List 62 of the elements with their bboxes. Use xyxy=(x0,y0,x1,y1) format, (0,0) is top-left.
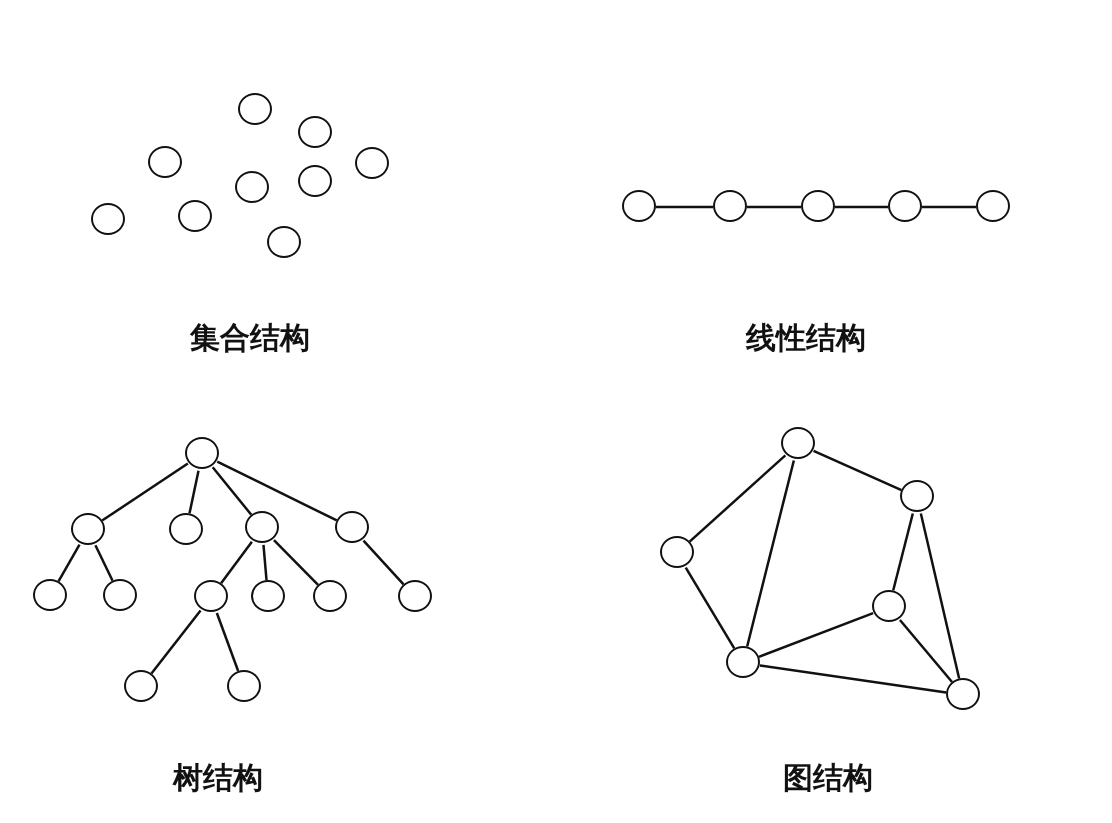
circle-node xyxy=(713,190,747,222)
circle-node xyxy=(194,580,228,612)
connector-line xyxy=(215,612,240,672)
circle-node xyxy=(103,579,137,611)
circle-node xyxy=(298,165,332,197)
connector-line xyxy=(262,544,268,581)
structure-caption: 树结构 xyxy=(173,759,263,797)
circle-node xyxy=(178,200,212,232)
circle-node xyxy=(227,670,261,702)
circle-node xyxy=(398,580,432,612)
circle-node xyxy=(660,536,694,568)
connector-line xyxy=(273,539,319,586)
circle-node xyxy=(124,670,158,702)
circle-node xyxy=(781,427,815,459)
connector-line xyxy=(759,664,947,694)
circle-node xyxy=(801,190,835,222)
circle-node xyxy=(355,147,389,179)
circle-node xyxy=(267,226,301,258)
connector-line xyxy=(919,513,961,679)
circle-node xyxy=(622,190,656,222)
connector-line xyxy=(899,619,953,683)
circle-node xyxy=(946,678,980,710)
circle-node xyxy=(245,511,279,543)
circle-node xyxy=(888,190,922,222)
circle-node xyxy=(976,190,1010,222)
circle-node xyxy=(185,437,219,469)
connector-line xyxy=(362,539,405,586)
circle-node xyxy=(872,590,906,622)
connector-line xyxy=(835,205,888,209)
connector-line xyxy=(656,205,713,209)
connector-line xyxy=(684,566,736,650)
connector-line xyxy=(813,449,902,492)
circle-node xyxy=(148,146,182,178)
circle-node xyxy=(235,171,269,203)
connector-line xyxy=(216,460,338,522)
circle-node xyxy=(335,511,369,543)
circle-node xyxy=(313,580,347,612)
circle-node xyxy=(33,579,67,611)
connector-line xyxy=(57,544,81,582)
connector-line xyxy=(688,454,787,543)
circle-node xyxy=(900,480,934,512)
circle-node xyxy=(91,203,125,235)
connector-line xyxy=(922,205,976,209)
connector-line xyxy=(745,460,796,647)
circle-node xyxy=(71,513,105,545)
connector-line xyxy=(747,205,801,209)
structure-caption: 集合结构 xyxy=(190,319,310,357)
connector-line xyxy=(150,609,202,675)
connector-line xyxy=(94,544,114,582)
circle-node xyxy=(238,93,272,125)
connector-line xyxy=(758,611,874,659)
circle-node xyxy=(298,116,332,148)
circle-node xyxy=(169,513,203,545)
connector-line xyxy=(211,466,253,516)
structure-caption: 图结构 xyxy=(783,759,873,797)
circle-node xyxy=(726,646,760,678)
connector-line xyxy=(101,462,189,522)
structure-caption: 线性结构 xyxy=(746,319,866,357)
connector-line xyxy=(891,513,915,591)
circle-node xyxy=(251,580,285,612)
connector-line xyxy=(188,470,200,514)
connector-line xyxy=(220,540,253,585)
